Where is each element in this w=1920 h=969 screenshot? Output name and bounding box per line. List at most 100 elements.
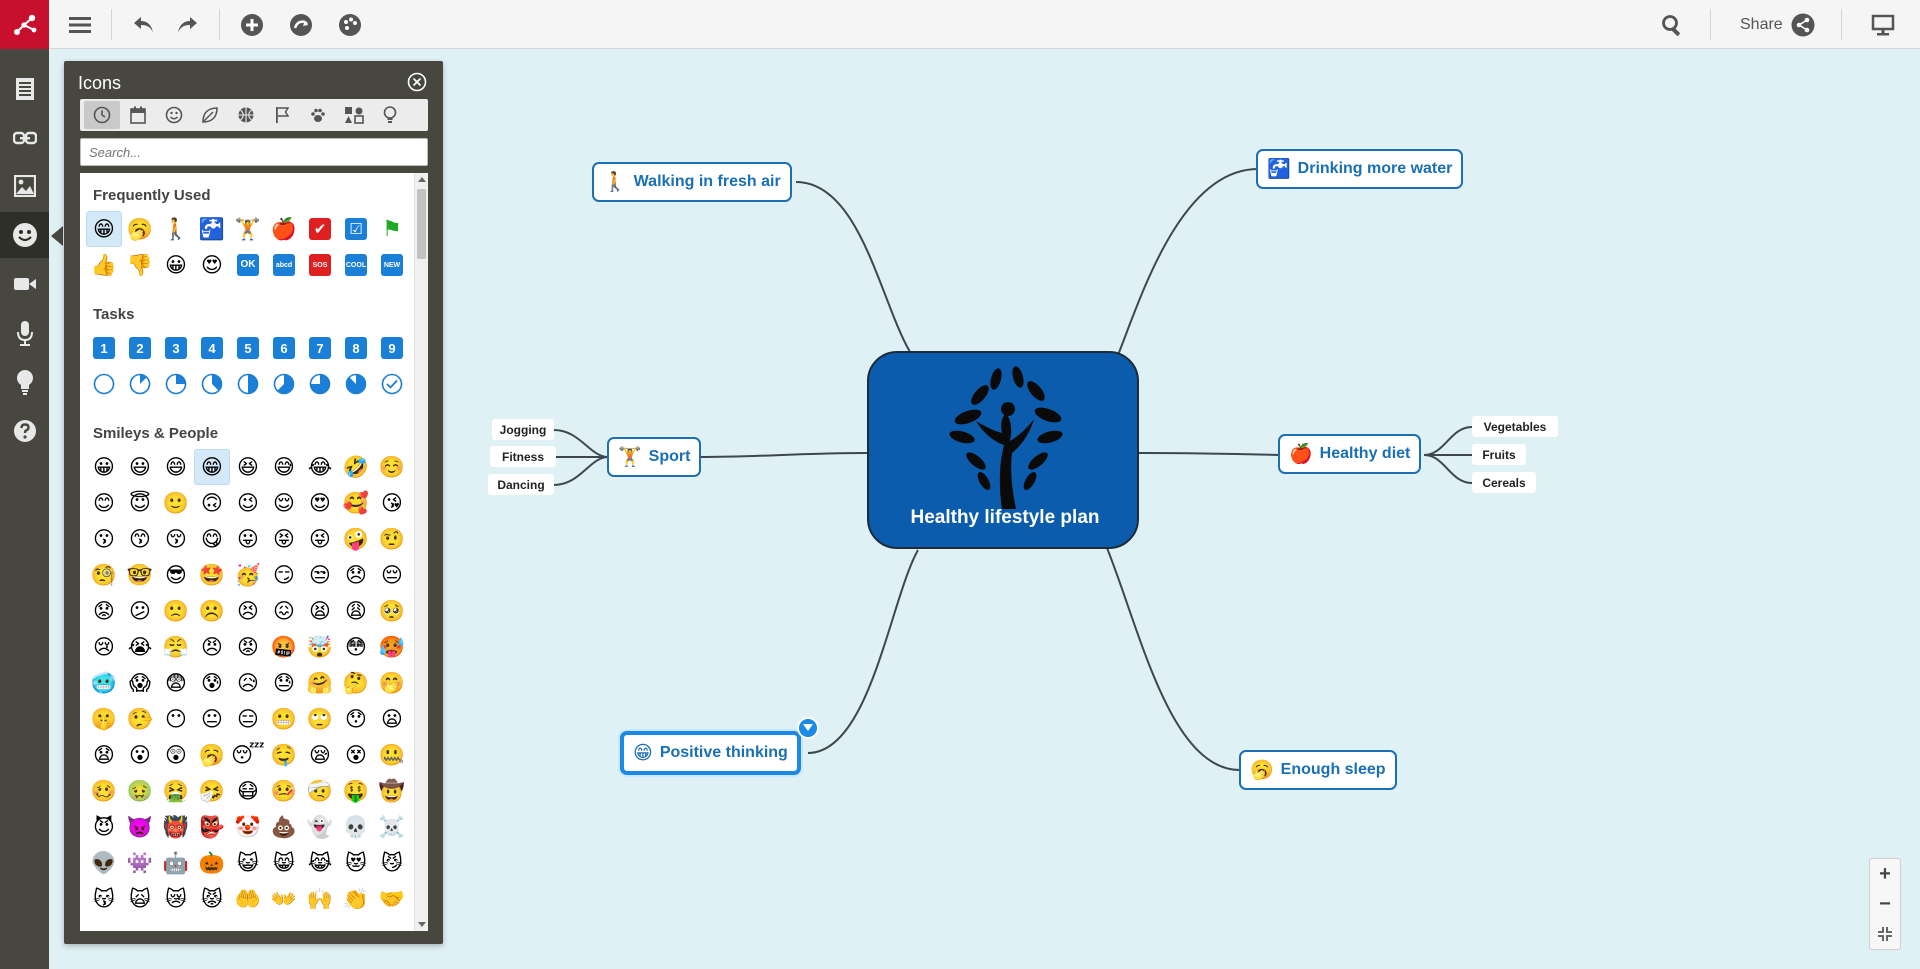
icon-cell[interactable]: 😁 [194, 449, 230, 485]
category-tasks-calendar-icon[interactable] [120, 101, 156, 129]
leaf-jogging[interactable]: Jogging [492, 419, 554, 440]
icon-cell[interactable]: ☹️ [194, 593, 230, 629]
icon-cell[interactable]: 🥺 [374, 593, 410, 629]
icon-cell[interactable]: 😪 [302, 737, 338, 773]
icon-cell[interactable]: 😾 [194, 881, 230, 917]
icon-cell[interactable]: 😗 [86, 521, 122, 557]
progress-pie-icon[interactable] [338, 366, 374, 402]
icon-cell[interactable]: 🥱 [194, 737, 230, 773]
icon-cell[interactable]: 🚶 [158, 211, 194, 247]
icon-cell[interactable]: 😒 [302, 557, 338, 593]
icon-cell[interactable]: 😘 [374, 485, 410, 521]
icon-cell[interactable]: 😄 [158, 449, 194, 485]
icon-cell[interactable]: 👹 [158, 809, 194, 845]
icon-cell[interactable]: 😫 [302, 593, 338, 629]
icon-cell[interactable]: 🥰 [338, 485, 374, 521]
icon-cell[interactable]: 🤐 [374, 737, 410, 773]
icon-cell[interactable]: 🤤 [266, 737, 302, 773]
add-node-icon[interactable] [237, 10, 267, 40]
task-number-cell[interactable]: 2 [122, 330, 158, 366]
icon-cell[interactable]: 😬 [266, 701, 302, 737]
icon-cell[interactable]: 🤢 [122, 773, 158, 809]
scroll-up-arrow-icon[interactable] [418, 177, 426, 182]
icon-cell[interactable]: 🤡 [230, 809, 266, 845]
icon-cell[interactable]: 🤪 [338, 521, 374, 557]
icon-cell[interactable]: 🤠 [374, 773, 410, 809]
icon-cell[interactable]: 🥱 [122, 211, 158, 247]
icon-cell[interactable]: 😎 [158, 557, 194, 593]
category-flags-icon[interactable] [264, 101, 300, 129]
microphone-icon[interactable] [0, 310, 49, 356]
icon-cell[interactable]: 😠 [194, 629, 230, 665]
icon-cell[interactable]: 😺 [230, 845, 266, 881]
node-sport[interactable]: 🏋️ Sport [607, 437, 702, 477]
video-icon[interactable] [0, 261, 49, 307]
icon-cell[interactable]: COOL [338, 247, 374, 283]
icon-cell[interactable]: OK [230, 247, 266, 283]
icon-cell[interactable]: NEW [374, 247, 410, 283]
icon-cell[interactable]: 🤕 [302, 773, 338, 809]
icon-cell[interactable]: 😀 [158, 247, 194, 283]
icon-cell[interactable]: ☑ [338, 211, 374, 247]
icon-cell[interactable]: 🏋️ [230, 211, 266, 247]
icon-cell[interactable]: 😛 [230, 521, 266, 557]
redo-icon[interactable] [172, 10, 202, 40]
task-number-cell[interactable]: 1 [86, 330, 122, 366]
scroll-thumb[interactable] [417, 189, 426, 259]
progress-pie-icon[interactable] [158, 366, 194, 402]
icon-cell[interactable]: 🧐 [86, 557, 122, 593]
style-palette-icon[interactable] [335, 10, 365, 40]
icon-cell[interactable]: 🤝 [374, 881, 410, 917]
progress-done-icon[interactable] [374, 366, 410, 402]
icon-search-input[interactable] [80, 138, 428, 166]
icon-cell[interactable]: ⚑ [374, 211, 410, 247]
category-ideas-bulb-icon[interactable] [372, 101, 408, 129]
icon-cell[interactable]: 😙 [122, 521, 158, 557]
category-animals-paw-icon[interactable] [300, 101, 336, 129]
idea-bulb-icon[interactable] [0, 359, 49, 405]
icon-cell[interactable]: 😉 [230, 485, 266, 521]
node-walking[interactable]: 🚶 Walking in fresh air [592, 162, 792, 202]
icon-cell[interactable]: 😜 [302, 521, 338, 557]
image-icon[interactable] [0, 163, 49, 209]
icon-cell[interactable]: 😭 [122, 629, 158, 665]
presentation-icon[interactable] [1868, 10, 1898, 40]
task-number-cell[interactable]: 4 [194, 330, 230, 366]
icon-cell[interactable]: 🤬 [266, 629, 302, 665]
icon-cell[interactable]: 😃 [122, 449, 158, 485]
task-number-cell[interactable]: 7 [302, 330, 338, 366]
icon-cell[interactable]: 😧 [86, 737, 122, 773]
icon-cell[interactable]: 😹 [302, 845, 338, 881]
node-positive-thinking[interactable]: 😁 Positive thinking [620, 731, 801, 775]
icon-cell[interactable]: 😷 [230, 773, 266, 809]
icon-cell[interactable]: 👐 [266, 881, 302, 917]
icon-cell[interactable]: 😣 [230, 593, 266, 629]
icon-cell[interactable]: 😲 [158, 737, 194, 773]
icon-cell[interactable]: 😥 [230, 665, 266, 701]
icon-cell[interactable]: 👏 [338, 881, 374, 917]
icon-cell[interactable]: 🥳 [230, 557, 266, 593]
icon-cell[interactable]: 😩 [338, 593, 374, 629]
panel-scrollbar[interactable] [414, 173, 428, 931]
icon-cell[interactable]: 😇 [122, 485, 158, 521]
icon-cell[interactable]: 😦 [374, 701, 410, 737]
icon-cell[interactable]: 😍 [302, 485, 338, 521]
progress-pie-icon[interactable] [266, 366, 302, 402]
icon-cell[interactable]: 🤑 [338, 773, 374, 809]
icon-cell[interactable]: 😮 [122, 737, 158, 773]
node-sleep[interactable]: 🥱 Enough sleep [1239, 750, 1397, 790]
emoji-icon[interactable] [0, 212, 49, 258]
leaf-cereals[interactable]: Cereals [1472, 472, 1536, 493]
icon-cell[interactable]: 🤗 [302, 665, 338, 701]
icon-cell[interactable]: 😀 [86, 449, 122, 485]
search-icon[interactable] [1657, 10, 1687, 40]
icon-cell[interactable]: 🙀 [122, 881, 158, 917]
icon-cell[interactable]: 🥵 [374, 629, 410, 665]
icon-cell[interactable]: 👽 [86, 845, 122, 881]
category-recent-clock-icon[interactable] [84, 101, 120, 129]
zoom-in-icon[interactable]: + [1879, 862, 1891, 885]
icon-cell[interactable]: 🤧 [194, 773, 230, 809]
icon-cell[interactable]: 😤 [158, 629, 194, 665]
icon-cell[interactable]: ☠️ [374, 809, 410, 845]
progress-pie-icon[interactable] [230, 366, 266, 402]
